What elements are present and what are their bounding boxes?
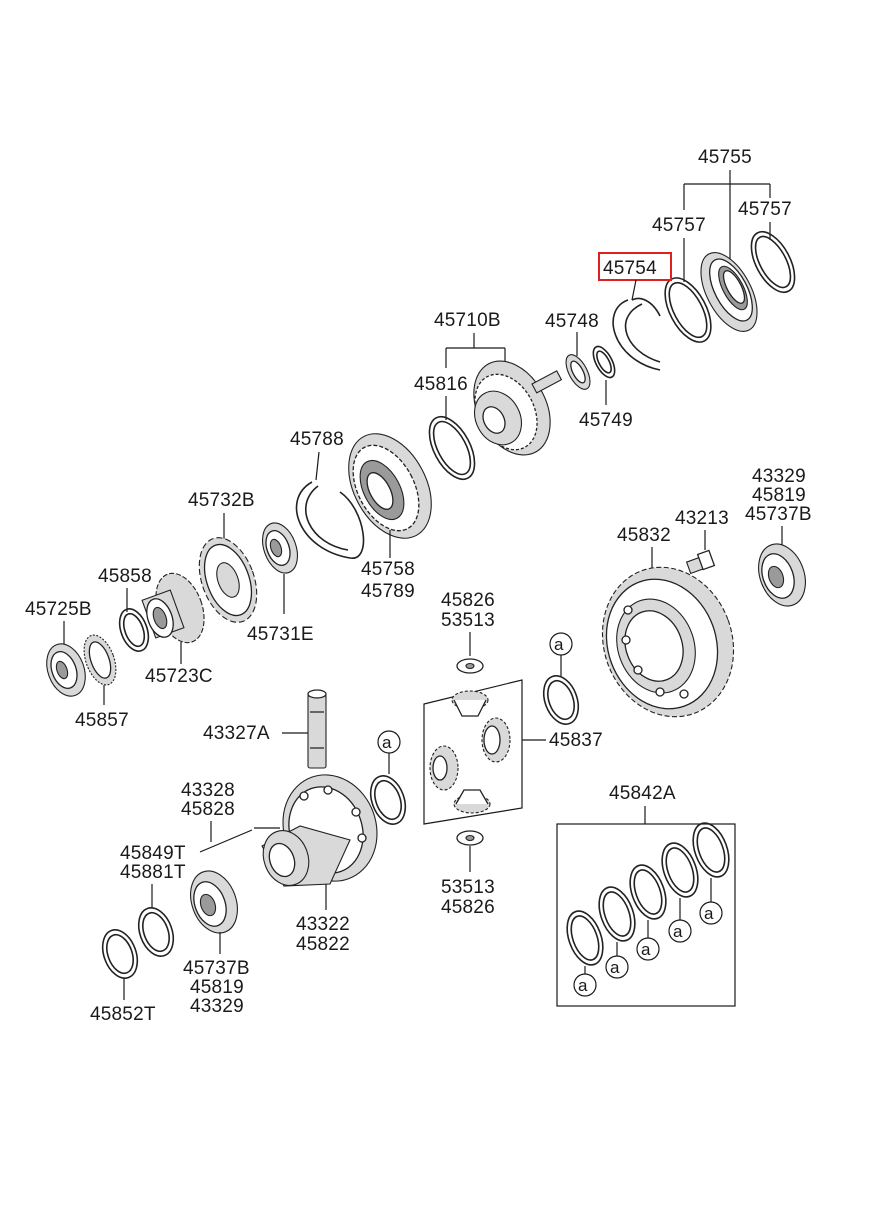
label-45822: 45822 bbox=[296, 934, 350, 955]
label-45731E: 45731E bbox=[247, 624, 314, 645]
washer-45749 bbox=[592, 345, 616, 379]
highlight-box-45754 bbox=[598, 252, 672, 281]
svg-text:a: a bbox=[673, 922, 683, 941]
pinion-gear-set-box bbox=[423, 679, 523, 825]
shim-45849T bbox=[137, 907, 175, 957]
label-45837: 45837 bbox=[549, 730, 603, 751]
washer-45858 bbox=[118, 608, 150, 652]
label-45755: 45755 bbox=[698, 147, 752, 168]
label-45732B: 45732B bbox=[188, 490, 255, 511]
callout-a-2: a bbox=[377, 730, 401, 754]
pinion-gear-right bbox=[481, 717, 511, 763]
svg-text:a: a bbox=[382, 733, 392, 752]
output-gear-45710B bbox=[473, 360, 563, 456]
label-45858: 45858 bbox=[98, 566, 152, 587]
drum-45758 bbox=[348, 433, 432, 539]
seal-ring-45816 bbox=[428, 416, 476, 480]
bearing-45725B bbox=[46, 643, 86, 697]
label-43327A: 43327A bbox=[203, 723, 270, 744]
ring-gear-45832 bbox=[601, 566, 735, 718]
label-45881T: 45881T bbox=[120, 862, 186, 883]
label-45748: 45748 bbox=[545, 311, 599, 332]
label-43328: 43328 bbox=[181, 780, 235, 801]
svg-text:a: a bbox=[704, 904, 714, 923]
label-45754[interactable]: 45754 bbox=[603, 258, 657, 279]
side-gear-upper bbox=[451, 690, 489, 717]
label-45849T: 45849T bbox=[120, 843, 186, 864]
snap-ring-45757-right bbox=[750, 230, 796, 294]
label-45857: 45857 bbox=[75, 710, 129, 731]
label-45816: 45816 bbox=[414, 374, 468, 395]
svg-text:a: a bbox=[610, 958, 620, 977]
shim-set-rings bbox=[566, 822, 730, 966]
label-53513-bottom: 53513 bbox=[441, 877, 495, 898]
label-45757-left: 45757 bbox=[652, 215, 706, 236]
label-45819-bottom: 45819 bbox=[190, 977, 244, 998]
lock-pin-43328 bbox=[199, 829, 253, 853]
label-45826-bottom: 45826 bbox=[441, 897, 495, 918]
needle-bearing-45857 bbox=[83, 634, 117, 686]
label-45852T: 45852T bbox=[90, 1004, 156, 1025]
label-45758: 45758 bbox=[361, 559, 415, 580]
label-45725B: 45725B bbox=[25, 599, 92, 620]
one-way-clutch-45755 bbox=[700, 252, 758, 332]
label-45788: 45788 bbox=[290, 429, 344, 450]
leader-45754 bbox=[631, 279, 637, 301]
svg-text:a: a bbox=[554, 635, 564, 654]
label-45826-top: 45826 bbox=[441, 590, 495, 611]
snap-ring-45757-right-inner bbox=[754, 235, 792, 289]
sprocket-45732B bbox=[198, 537, 258, 623]
label-45710B: 45710B bbox=[434, 310, 501, 331]
differential-case-43322 bbox=[261, 774, 378, 887]
plug-bolt-43213 bbox=[685, 549, 716, 575]
label-45749: 45749 bbox=[579, 410, 633, 431]
label-43213: 43213 bbox=[675, 508, 729, 529]
label-45789: 45789 bbox=[361, 581, 415, 602]
pinion-shaft-43327A bbox=[307, 689, 327, 769]
label-45757-right: 45757 bbox=[738, 199, 792, 220]
label-45819-top: 45819 bbox=[752, 485, 806, 506]
label-45737B-bottom: 45737B bbox=[183, 958, 250, 979]
snap-ring-45754-tip bbox=[631, 297, 661, 317]
svg-text:a: a bbox=[578, 976, 588, 995]
label-53513-top: 53513 bbox=[441, 610, 495, 631]
side-gear-lower bbox=[453, 789, 491, 814]
bearing-45731E bbox=[261, 522, 299, 574]
label-43329-bottom: 43329 bbox=[190, 996, 244, 1017]
shim-ring-a-1 bbox=[542, 675, 580, 725]
label-43322: 43322 bbox=[296, 914, 350, 935]
thrust-bearing-45748 bbox=[565, 354, 591, 390]
drive-gear-45723C bbox=[141, 572, 205, 644]
callout-a-1: a bbox=[549, 632, 573, 656]
label-45737B-top: 45737B bbox=[745, 504, 812, 525]
bearing-45737B-top bbox=[758, 543, 806, 607]
label-45832: 45832 bbox=[617, 525, 671, 546]
svg-text:a: a bbox=[641, 940, 651, 959]
label-45723C: 45723C bbox=[145, 666, 213, 687]
label-45828: 45828 bbox=[181, 799, 235, 820]
label-45842A: 45842A bbox=[609, 783, 676, 804]
pinion-gear-left bbox=[429, 745, 459, 791]
bearing-45737B-bottom bbox=[190, 870, 238, 934]
shim-ring-a-2 bbox=[369, 775, 407, 825]
leader-45788 bbox=[315, 451, 320, 481]
snap-ring-45788 bbox=[295, 481, 365, 559]
shim-callouts: a a a a a bbox=[573, 878, 723, 997]
label-43329-top: 43329 bbox=[752, 466, 806, 487]
shim-45852T bbox=[101, 929, 139, 979]
leader-45755 bbox=[683, 170, 771, 282]
snap-ring-45754 bbox=[612, 299, 661, 371]
shim-set-box-45842A bbox=[556, 823, 736, 1007]
snap-ring-45757-left-inner bbox=[668, 281, 708, 339]
